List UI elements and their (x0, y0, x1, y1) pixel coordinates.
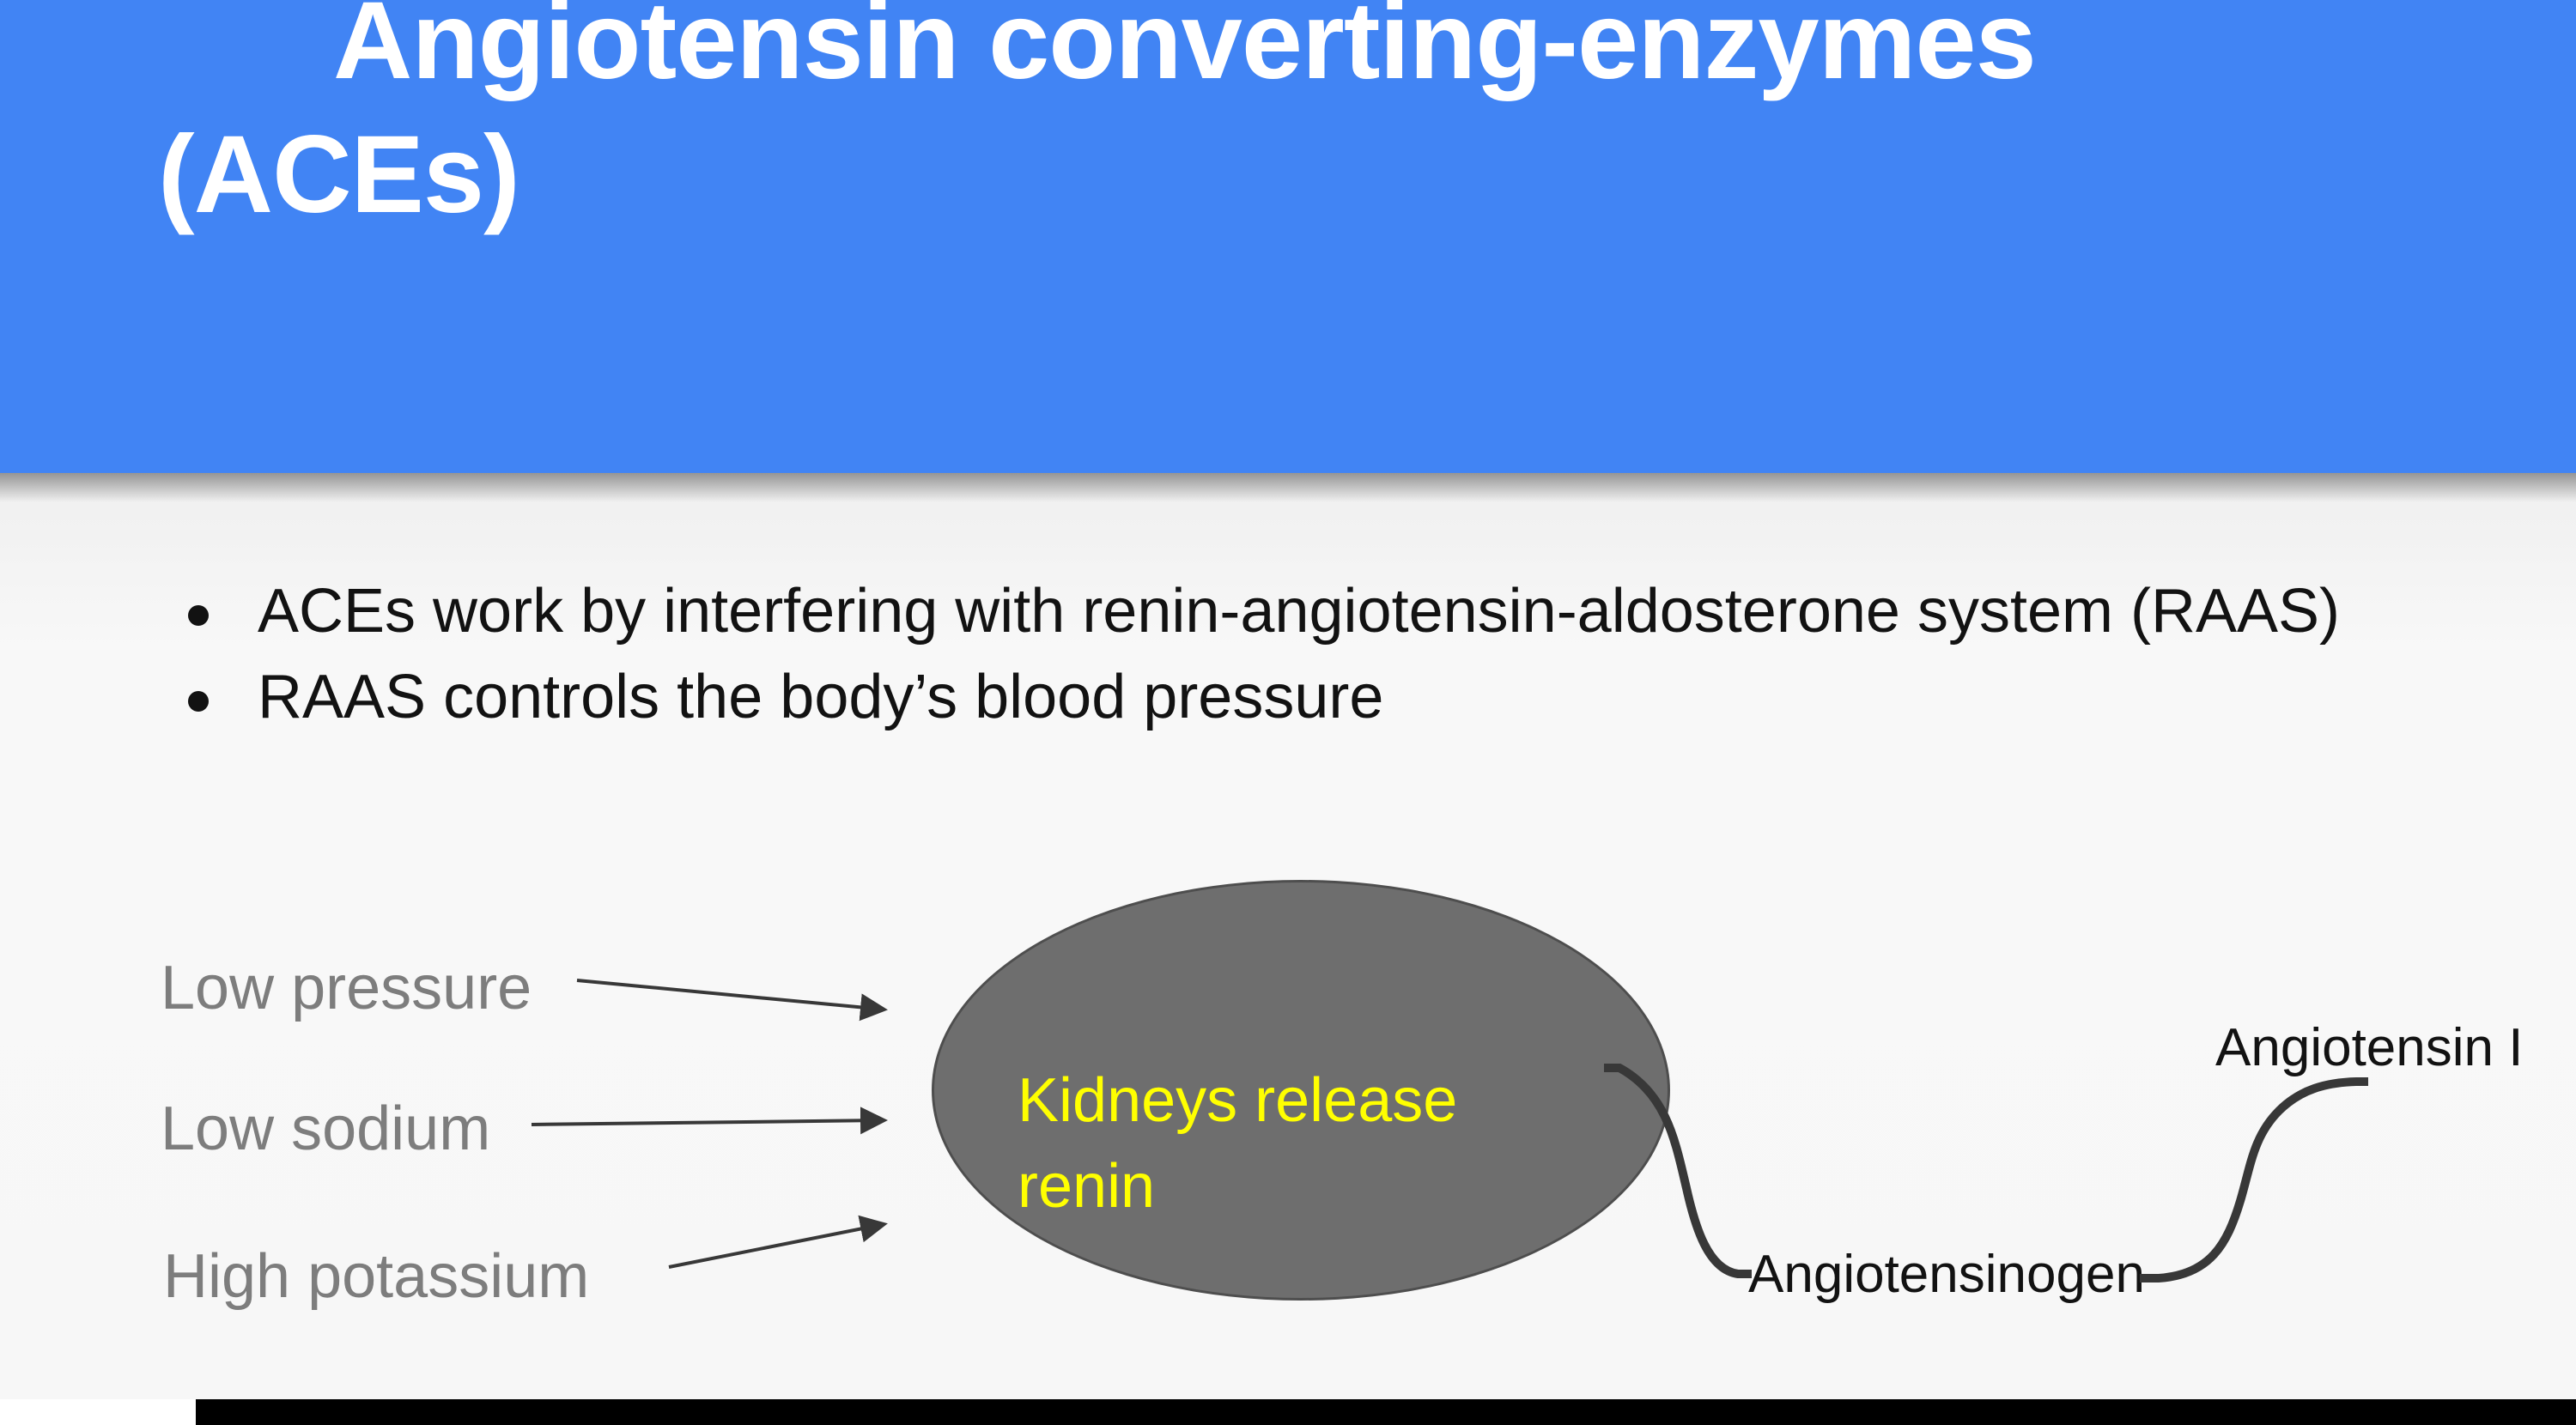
ellipse-label-line-1: Kidneys release (1018, 1066, 1458, 1135)
low-pressure-arrow (576, 979, 888, 1022)
ellipse-label-line-2: renin (1018, 1152, 1156, 1221)
bullet-item-blood-pressure: RAAS controls the body’s blood pressure (188, 654, 2340, 740)
trigger-label-low-pressure: Low pressure (161, 954, 532, 1022)
bullet-item-raas-interference: ACEs work by interfering with renin-angi… (188, 568, 2340, 654)
header-shadow (0, 473, 2576, 502)
bottom-left-gap (0, 1399, 196, 1425)
angiotensinogen-label: Angiotensinogen (1748, 1245, 2145, 1304)
angiotensin-i-label: Angiotensin I (2215, 1018, 2524, 1077)
low-sodium-arrow (531, 1107, 888, 1135)
slide-header-band (0, 0, 2576, 473)
title-line-2: (ACEs) (158, 113, 520, 236)
trigger-label-high-potassium: High potassium (163, 1242, 590, 1311)
bottom-bar (196, 1399, 2576, 1425)
bullet-list: ACEs work by interfering with renin-angi… (188, 568, 2340, 740)
kidneys-release-renin-label: Kidneys release renin (1018, 1058, 1457, 1229)
angiotensinogen-to-angiotensin-i-connector (2140, 1077, 2368, 1282)
high-potassium-arrow (668, 1215, 888, 1269)
renin-to-angiotensinogen-connector (1604, 1064, 1752, 1278)
kidneys-ellipse-shape (932, 880, 1670, 1301)
trigger-label-low-sodium: Low sodium (161, 1095, 491, 1163)
slide-title: Angiotensin converting-enzymes (ACEs) (158, 0, 2037, 242)
title-line-1: Angiotensin converting-enzymes (333, 0, 2037, 102)
